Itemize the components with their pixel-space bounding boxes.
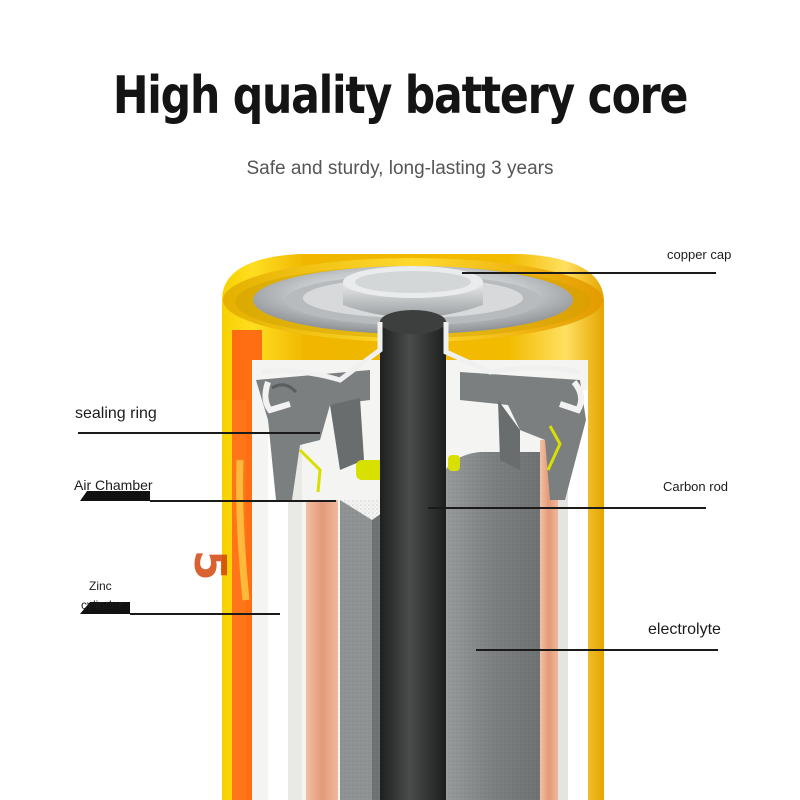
copper-layer-right <box>540 440 558 800</box>
page-title: High quality battery core <box>112 66 689 126</box>
label-tag-zinc-cylinder <box>80 602 130 614</box>
sealing-ring <box>256 370 586 500</box>
svg-text:5: 5 <box>184 550 235 581</box>
label-copper-cap: copper cap <box>667 247 732 262</box>
leader-line-zinc-cylinder <box>130 613 280 615</box>
leader-line-copper-cap <box>462 272 716 274</box>
label-zinc-cylinder-line1: Zinc <box>89 579 112 593</box>
leader-line-air-chamber <box>150 500 336 502</box>
label-air-chamber: Air Chamber <box>74 477 153 493</box>
page-subtitle: Safe and sturdy, long-lasting 3 years <box>246 158 554 179</box>
label-sealing-ring: sealing ring <box>75 405 157 422</box>
label-electrolyte: electrolyte <box>648 621 721 638</box>
label-zinc-cylinder-line2: cylinder <box>81 598 123 612</box>
electrolyte-core <box>340 452 540 800</box>
copper-cap <box>253 266 573 334</box>
leader-line-carbon-rod <box>428 507 706 509</box>
leader-line-sealing-ring <box>78 432 320 434</box>
label-carbon-rod: Carbon rod <box>663 479 729 494</box>
copper-layer-left <box>306 500 338 800</box>
leader-line-electrolyte <box>476 649 718 651</box>
carbon-rod <box>380 310 446 800</box>
label-tag-air-chamber <box>80 491 150 501</box>
